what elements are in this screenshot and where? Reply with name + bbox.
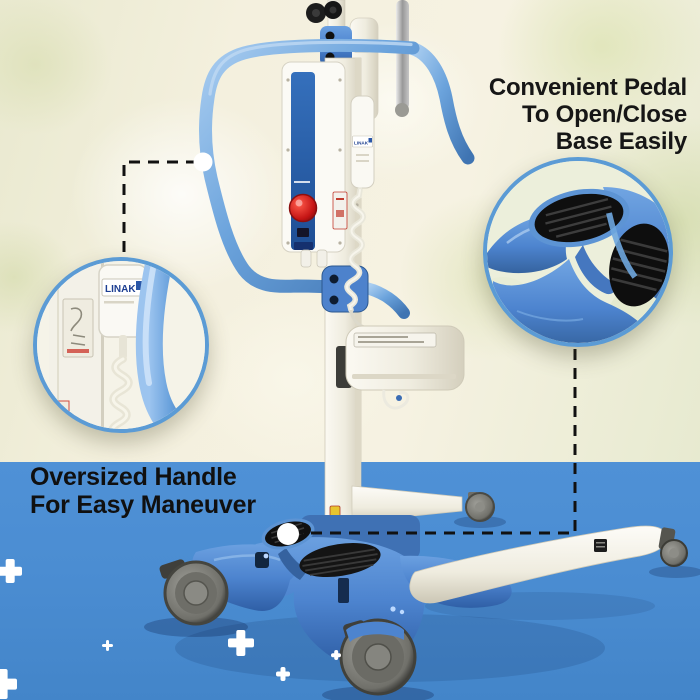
- base-slot: [338, 578, 349, 603]
- plus-icon: [228, 630, 254, 656]
- emergency-stop-button: [288, 193, 318, 223]
- plus-icon: [102, 640, 113, 651]
- plus-icon: [331, 650, 341, 660]
- hand-remote: LINAK: [350, 95, 375, 189]
- pedal-headline: Convenient Pedal To Open/Close Base Easi…: [489, 74, 687, 155]
- control-box: [281, 61, 348, 253]
- pedal-zoom: [528, 188, 630, 248]
- remote-brand-text-zoom: LINAK: [105, 284, 136, 295]
- motor-label: [353, 332, 437, 348]
- cable-loop: [382, 389, 410, 410]
- front-leg: [409, 525, 688, 604]
- remote-zoom: LINAK: [98, 264, 148, 338]
- control-box-blue-stripe: [291, 72, 315, 250]
- leg-label: [594, 539, 607, 552]
- handle-caption: Oversized Handle For Easy Maneuver: [30, 463, 256, 519]
- marker-dot-handle: [193, 152, 213, 172]
- plus-icon: [0, 669, 17, 699]
- pedal-headline-line1: Convenient Pedal: [488, 74, 687, 101]
- lift-motor: [336, 325, 465, 410]
- handle-mount-bracket: [321, 265, 410, 319]
- dashed-connector-right: [300, 349, 577, 535]
- foot-pad-zoom: [609, 223, 669, 307]
- pedal-headline-line2: To Open/Close: [522, 101, 687, 128]
- instruction-sticker: [62, 298, 94, 358]
- front-left-caster: [159, 559, 229, 626]
- status-display: [297, 228, 309, 237]
- push-handle-right-tube: [407, 42, 475, 165]
- plus-icon: [276, 667, 290, 681]
- actuator-piston-rod: [396, 0, 409, 110]
- pedal-zoom-callout: [483, 157, 673, 347]
- foot-pad: [299, 542, 381, 578]
- pedal-stem: [278, 548, 308, 580]
- dashed-connector-left: [122, 160, 197, 252]
- remote-brand-text: LINAK: [354, 141, 369, 146]
- brand-plate: [294, 242, 313, 250]
- pedal-stem-zoom: [575, 245, 616, 295]
- handle-zoom-callout: LINAK: [33, 257, 209, 433]
- rear-leg: [351, 485, 495, 523]
- coiled-cable-zoom: [108, 335, 133, 429]
- center-caster: [339, 618, 417, 696]
- handle-caption-line2: For Easy Maneuver: [30, 491, 256, 519]
- handle-caption-line1: Oversized Handle: [30, 463, 237, 491]
- marker-dot-pedal: [277, 523, 299, 545]
- plus-icon: [0, 559, 22, 583]
- pedal-headline-line3: Base Easily: [555, 128, 687, 155]
